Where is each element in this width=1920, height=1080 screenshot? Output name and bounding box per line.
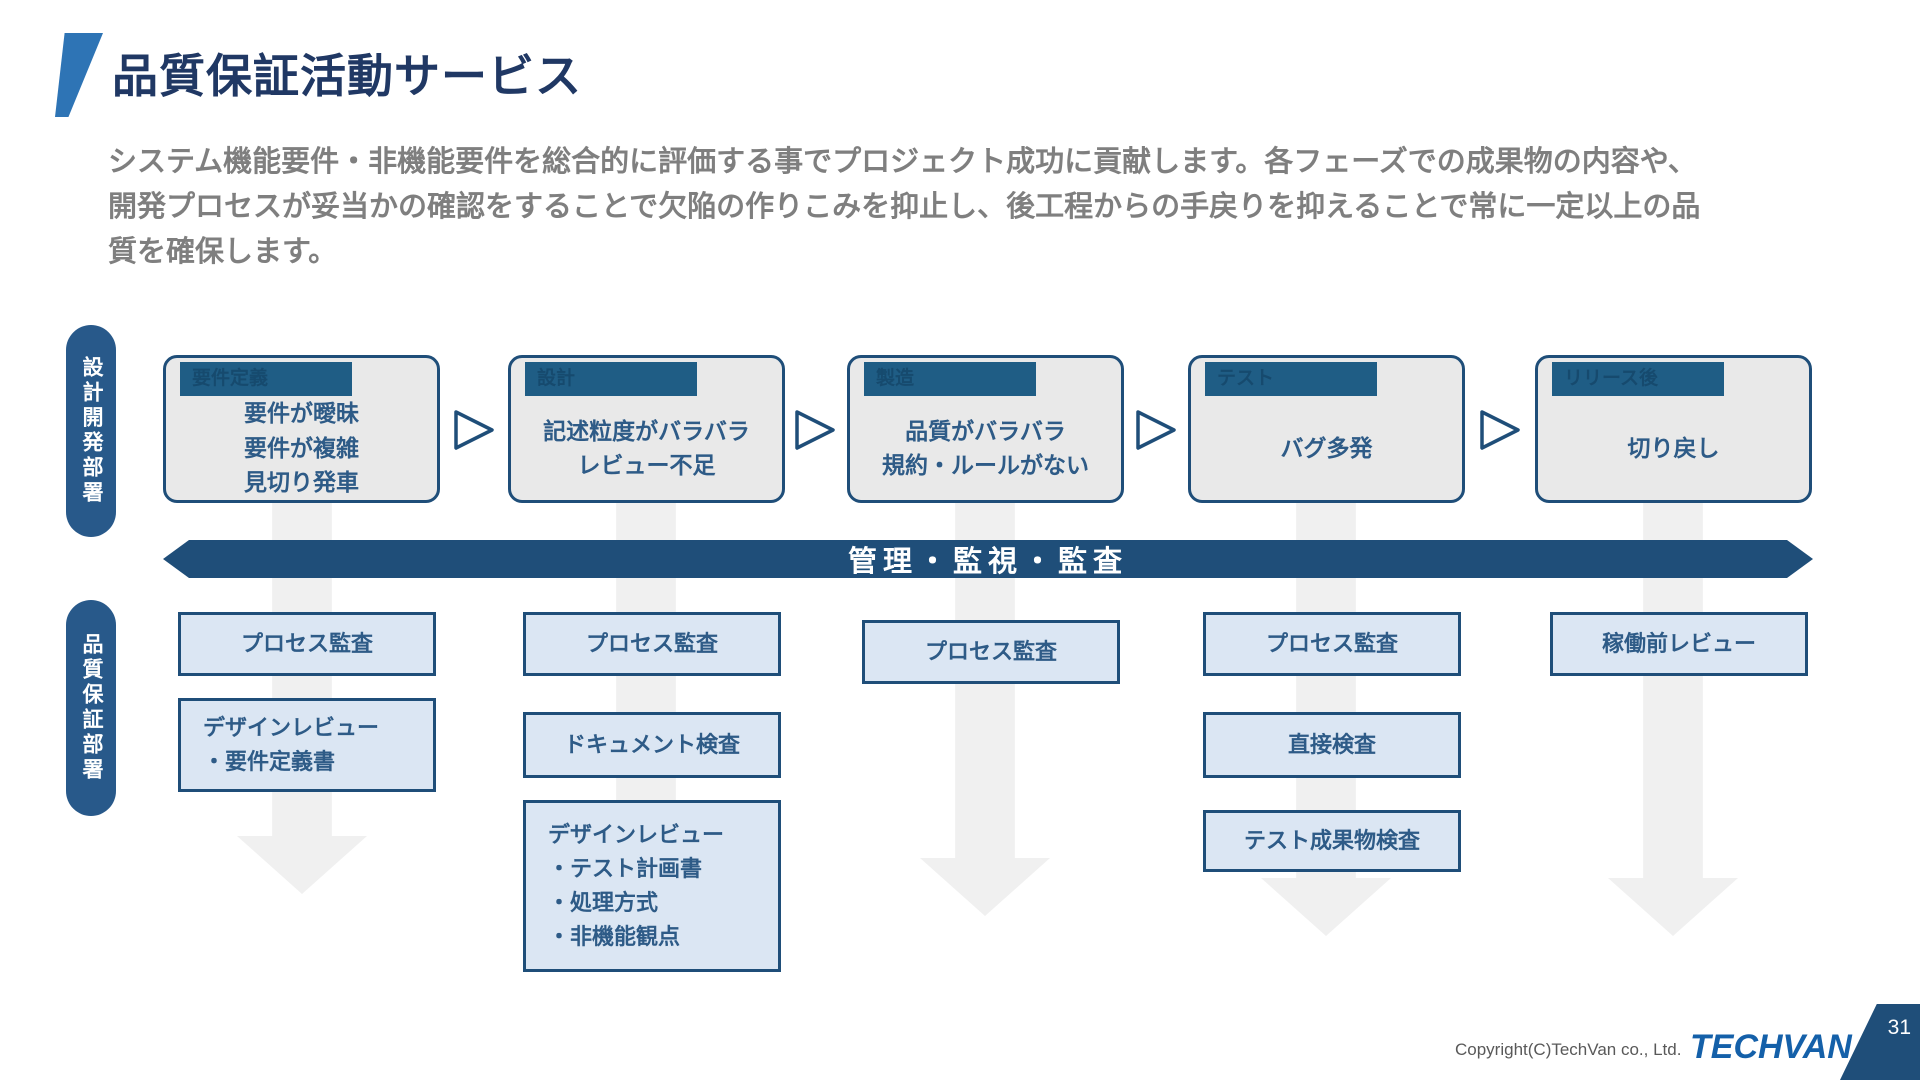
qa-box-pre-launch-review: 稼働前レビュー <box>1550 612 1808 676</box>
qa-box-line: 直接検査 <box>1287 731 1376 757</box>
qa-box-line: ・処理方式 <box>548 890 659 915</box>
management-banner: 管理・監視・監査 <box>163 540 1813 578</box>
techvan-logo: TECHVAN <box>1690 1028 1852 1066</box>
qa-box-design-review-req: デザインレビュー ・要件定義書 <box>178 698 436 792</box>
description-line: 質を確保します。 <box>108 235 338 268</box>
flow-right-triangle-icon <box>454 410 494 450</box>
qa-box-line: プロセス監査 <box>924 638 1057 664</box>
lane-label-text: 品質保証部署 <box>80 633 103 783</box>
phase-header: 要件定義 <box>180 362 352 396</box>
qa-box-line: プロセス監査 <box>585 630 718 656</box>
issue-line: 品質がバラバラ <box>905 417 1066 444</box>
qa-box-process-audit: プロセス監査 <box>862 620 1120 684</box>
issue-line: 要件が複雑 <box>244 434 359 461</box>
qa-box-direct-inspection: 直接検査 <box>1203 712 1461 778</box>
page-title: 品質保証活動サービス <box>112 50 582 102</box>
qa-box-line: デザインレビュー <box>203 714 380 740</box>
flow-right-triangle-icon <box>1136 410 1176 450</box>
phase-header: リリース後 <box>1552 362 1724 396</box>
qa-box-process-audit: プロセス監査 <box>1203 612 1461 676</box>
qa-box-design-review-test: デザインレビュー ・テスト計画書 ・処理方式 ・非機能観点 <box>523 800 781 972</box>
description-line: システム機能要件・非機能要件を総合的に評価する事でプロジェクト成功に貢献します。… <box>108 146 1697 178</box>
phase-box-build: 製造 品質がバラバラ 規約・ルールがない <box>847 355 1124 503</box>
phase-box-requirements: 要件定義 要件が曖昧 要件が複雑 見切り発車 <box>163 355 440 503</box>
qa-box-line: 稼働前レビュー <box>1601 630 1756 656</box>
issue-line: 切り戻し <box>1627 434 1720 461</box>
qa-box-process-audit: プロセス監査 <box>178 612 436 676</box>
phase-header: テスト <box>1205 362 1377 396</box>
qa-box-line: ・非機能観点 <box>548 924 681 950</box>
phase-header: 設計 <box>525 362 697 396</box>
lane-label-text: 設計開発部署 <box>80 356 103 506</box>
lane-label-design-dev: 設計開発部署 <box>66 325 116 537</box>
copyright-text: Copyright(C)TechVan co., Ltd. <box>1455 1040 1682 1059</box>
qa-box-line: デザインレビュー <box>548 821 725 847</box>
phase-header: 製造 <box>864 362 1036 396</box>
issue-line: バグ多発 <box>1280 434 1373 461</box>
qa-box-line: ・テスト計画書 <box>548 855 703 881</box>
phase-issues: 切り戻し <box>1538 402 1809 494</box>
phase-issues: バグ多発 <box>1191 402 1462 494</box>
qa-box-test-artifact-inspection: テスト成果物検査 <box>1203 810 1461 872</box>
slide-description: システム機能要件・非機能要件を総合的に評価する事でプロジェクト成功に貢献します。… <box>108 140 1808 275</box>
phase-box-design: 設計 記述粒度がバラバラ レビュー不足 <box>508 355 785 503</box>
qa-box-line: プロセス監査 <box>240 630 373 656</box>
title-accent-shape <box>55 33 103 117</box>
page-number-corner: 31 <box>1840 1004 1920 1080</box>
flow-right-triangle-icon <box>795 410 835 450</box>
qa-box-line: ・要件定義書 <box>203 749 336 774</box>
phase-issues: 要件が曖昧 要件が複雑 見切り発車 <box>166 400 437 495</box>
lane-label-qa-dept: 品質保証部署 <box>66 600 116 816</box>
qa-box-line: プロセス監査 <box>1265 630 1398 656</box>
issue-line: 記述粒度がバラバラ <box>543 417 750 444</box>
qa-box-line: ドキュメント検査 <box>563 731 740 757</box>
qa-box-line: テスト成果物検査 <box>1243 827 1420 853</box>
phase-box-release: リリース後 切り戻し <box>1535 355 1812 503</box>
issue-line: 要件が曖昧 <box>244 400 359 427</box>
management-banner-label: 管理・監視・監査 <box>847 546 1128 578</box>
description-line: 開発プロセスが妥当かの確認をすることで欠陥の作りこみを抑止し、後工程からの手戻り… <box>108 190 1701 223</box>
qa-box-process-audit: プロセス監査 <box>523 612 781 676</box>
issue-line: 規約・ルールがない <box>882 452 1089 478</box>
phase-issues: 記述粒度がバラバラ レビュー不足 <box>511 402 782 494</box>
flow-right-triangle-icon <box>1480 410 1520 450</box>
issue-line: レビュー不足 <box>577 452 716 478</box>
page-number: 31 <box>1887 1016 1911 1039</box>
phase-box-test: テスト バグ多発 <box>1188 355 1465 503</box>
issue-line: 見切り発車 <box>244 469 359 496</box>
qa-box-document-inspection: ドキュメント検査 <box>523 712 781 778</box>
phase-issues: 品質がバラバラ 規約・ルールがない <box>850 402 1121 494</box>
